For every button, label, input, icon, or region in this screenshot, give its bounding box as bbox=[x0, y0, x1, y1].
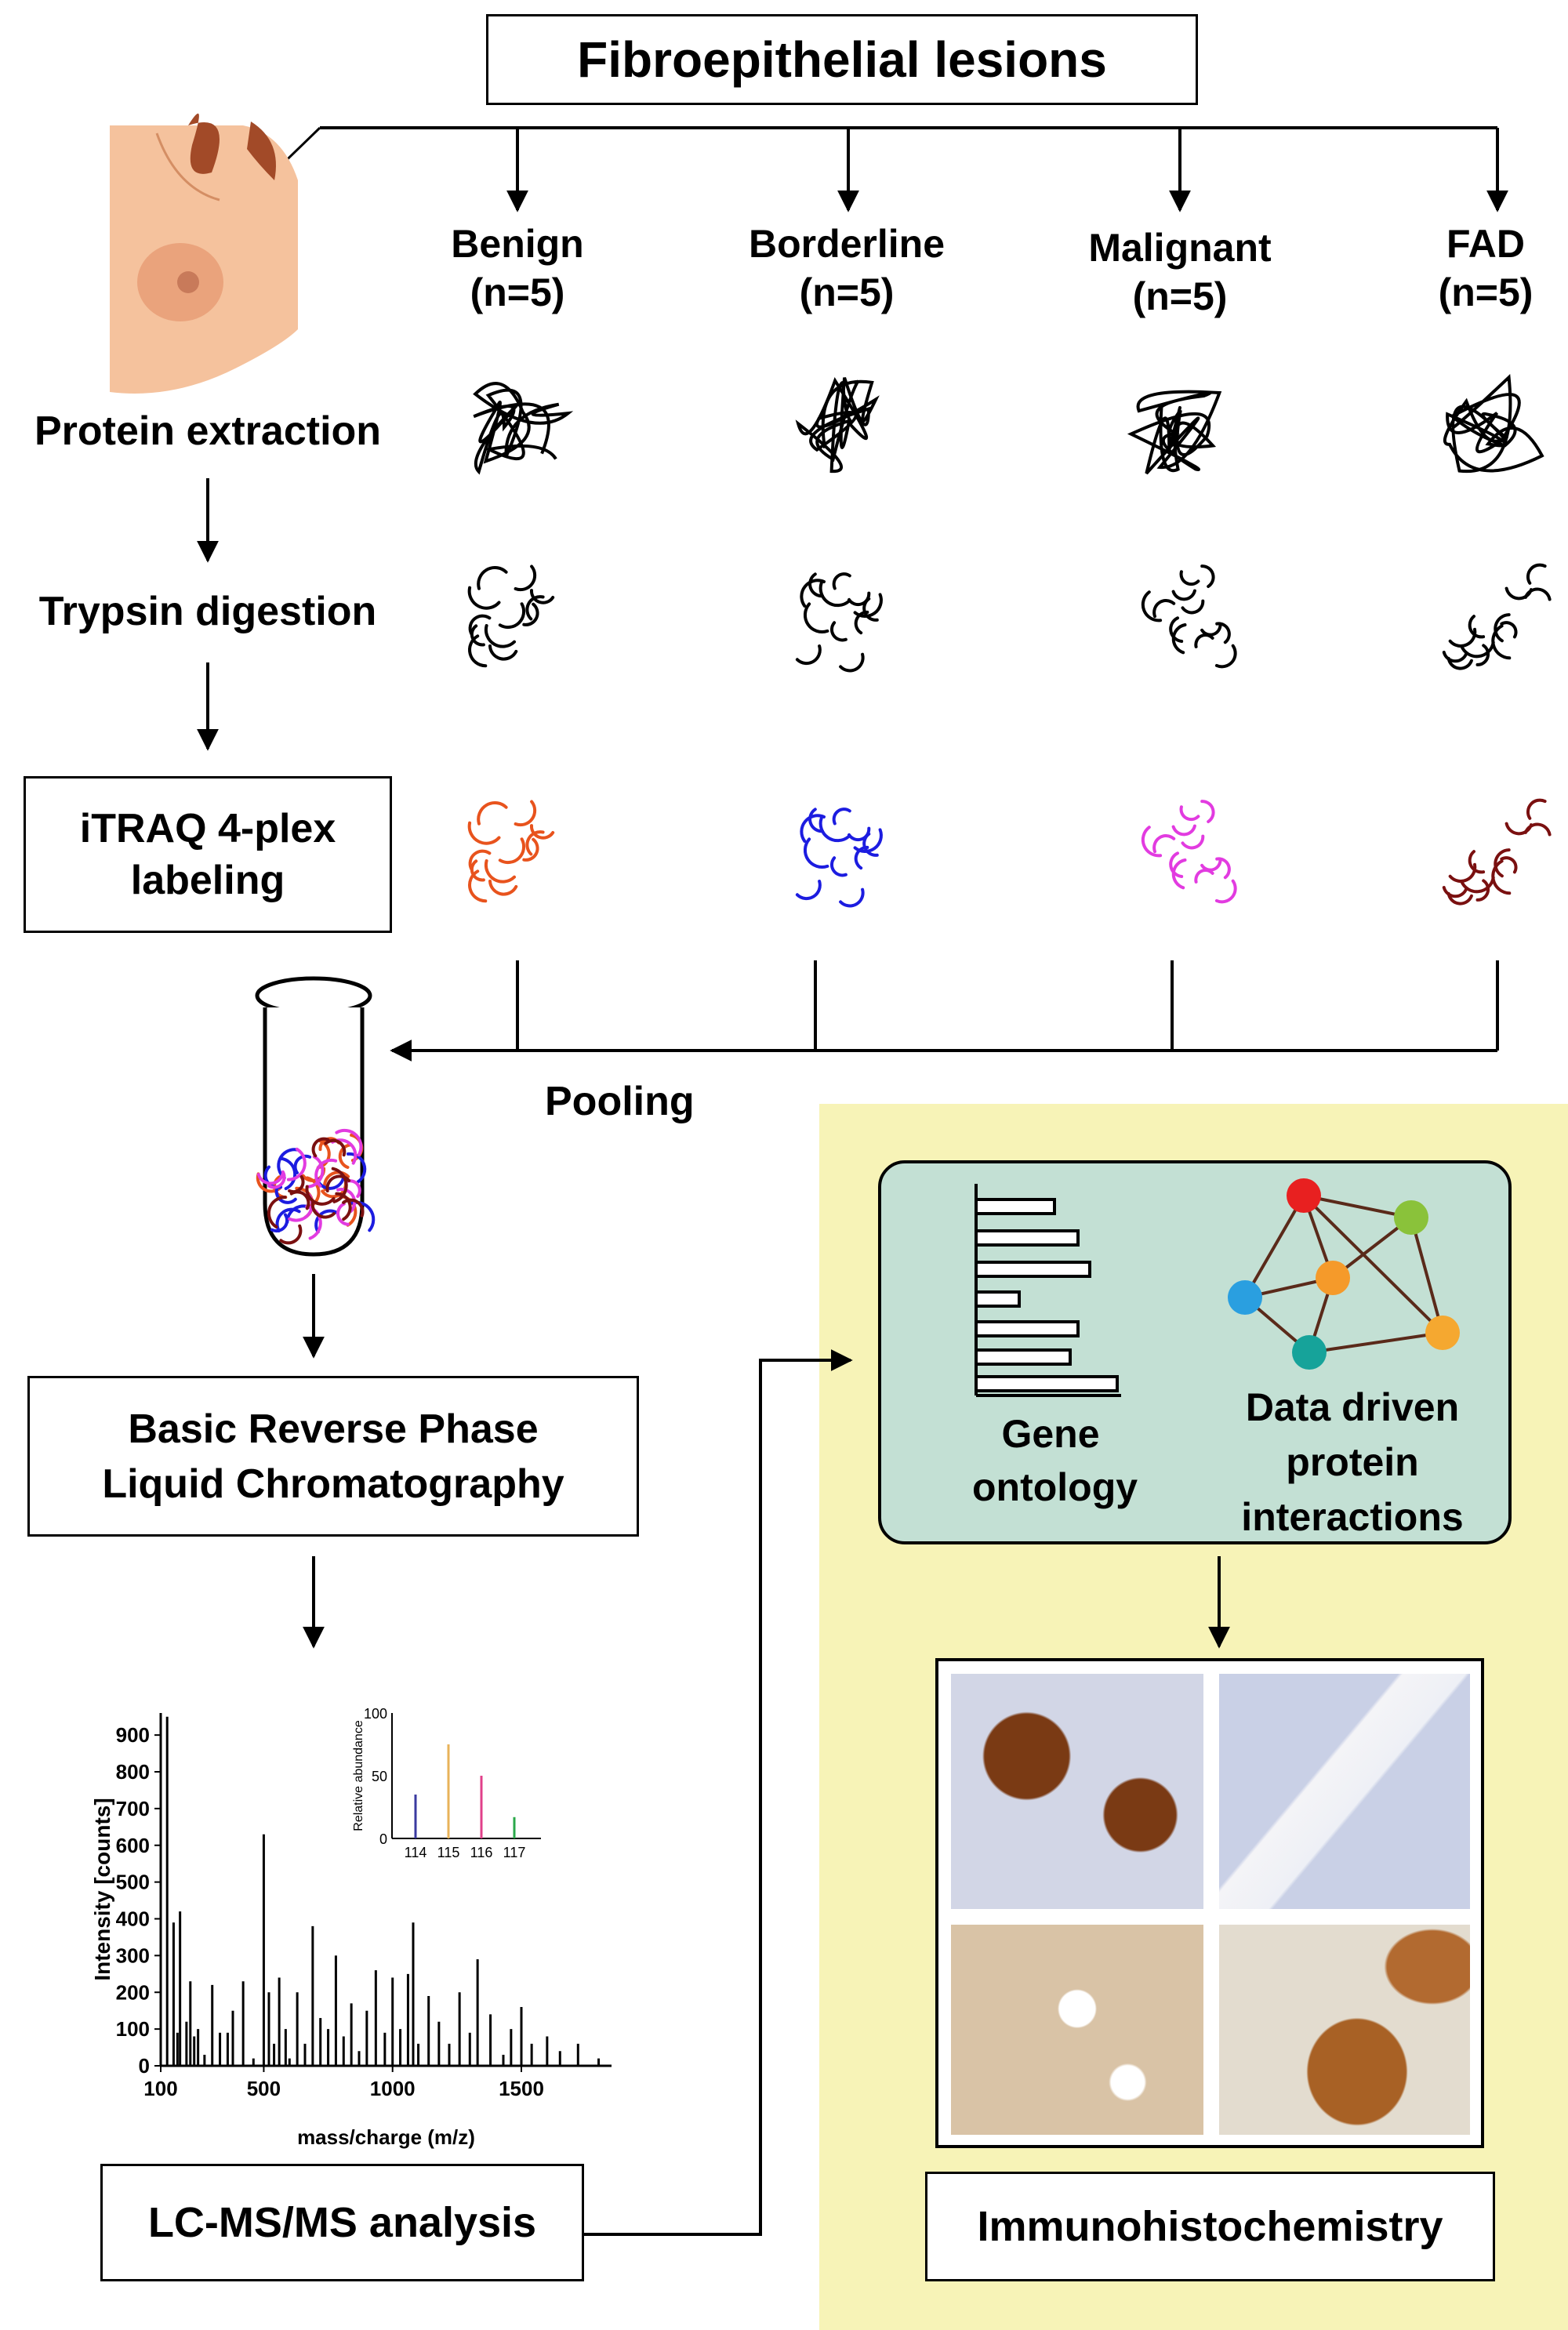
lcms-box: LC-MS/MS analysis bbox=[100, 2164, 584, 2281]
group-malignant-n: (n=5) bbox=[1132, 274, 1228, 318]
inset-x-tick-label: 114 bbox=[405, 1845, 427, 1860]
ms-y-tick-label: 200 bbox=[116, 1980, 150, 2004]
pooling-label: Pooling bbox=[545, 1079, 695, 1124]
ihc-image-strong bbox=[951, 1674, 1203, 1909]
group-fad-n: (n=5) bbox=[1438, 270, 1534, 314]
itraq-line1: iTRAQ 4-plex bbox=[79, 806, 336, 851]
ms-y-tick-label: 100 bbox=[116, 2017, 150, 2041]
labeled-peptides-3 bbox=[1442, 798, 1552, 906]
ms-y-tick-label: 800 bbox=[116, 1760, 150, 1784]
brplc-line2: Liquid Chromatography bbox=[102, 1461, 564, 1507]
gene-line2: ontology bbox=[972, 1465, 1138, 1509]
group-fad-name: FAD bbox=[1446, 222, 1525, 266]
digested-peptides-1 bbox=[795, 572, 883, 673]
ms-y-tick-label: 400 bbox=[116, 1907, 150, 1931]
itraq-line2: labeling bbox=[130, 858, 285, 903]
ppi-label: Data driven protein interactions bbox=[1200, 1380, 1505, 1544]
group-malignant-name: Malignant bbox=[1088, 226, 1272, 270]
inset-y-label: Relative abundance bbox=[352, 1720, 365, 1831]
group-malignant: Malignant (n=5) bbox=[1070, 223, 1290, 321]
ms-y-tick-label: 700 bbox=[116, 1797, 150, 1820]
network-node-green bbox=[1394, 1200, 1428, 1235]
inset-x-tick-label: 115 bbox=[437, 1845, 460, 1860]
ms-x-tick-label: 1000 bbox=[370, 2077, 416, 2100]
step-protein-extraction: Protein extraction bbox=[34, 408, 382, 454]
tube-peptides-3 bbox=[267, 1137, 365, 1245]
ihc-image-nuclear bbox=[1219, 1925, 1470, 2135]
tube-peptides-2 bbox=[256, 1128, 363, 1240]
lcms-label: LC-MS/MS analysis bbox=[147, 2199, 537, 2246]
ms-x-tick-label: 100 bbox=[143, 2077, 177, 2100]
protein-tangle-3 bbox=[1443, 374, 1544, 474]
group-fad: FAD (n=5) bbox=[1407, 220, 1564, 317]
inset-x-tick-label: 117 bbox=[503, 1845, 526, 1860]
ihc-image-moderate bbox=[951, 1925, 1203, 2135]
ms-y-tick-label: 0 bbox=[139, 2054, 150, 2078]
group-borderline: Borderline (n=5) bbox=[737, 220, 956, 317]
protein-tangle-1 bbox=[795, 376, 880, 474]
ms-y-tick-label: 300 bbox=[116, 1943, 150, 1967]
ms-y-label: Intensity [counts] bbox=[90, 1798, 114, 1980]
protein-tangle-0 bbox=[473, 382, 574, 475]
ihc-image-negative bbox=[1219, 1674, 1470, 1909]
ms-y-tick-label: 500 bbox=[116, 1871, 150, 1894]
network-node-orange bbox=[1316, 1261, 1350, 1295]
labeled-peptides-0 bbox=[467, 800, 555, 903]
group-benign: Benign (n=5) bbox=[408, 220, 627, 317]
step-trypsin-digestion: Trypsin digestion bbox=[38, 589, 377, 634]
inset-y-tick-label: 100 bbox=[364, 1706, 387, 1722]
ppi-line1: Data driven bbox=[1245, 1385, 1460, 1429]
network-node-teal bbox=[1292, 1335, 1327, 1370]
brplc-line1: Basic Reverse Phase bbox=[128, 1406, 539, 1452]
inset-y-tick-label: 0 bbox=[379, 1831, 387, 1847]
digested-peptides-0 bbox=[467, 564, 555, 668]
network-node-amber bbox=[1425, 1316, 1460, 1350]
gene-ontology-label: Gene ontology bbox=[972, 1407, 1138, 1514]
protein-tangle-2 bbox=[1127, 390, 1222, 475]
ihc-label: Immunohistochemistry bbox=[977, 2203, 1443, 2250]
gene-line1: Gene bbox=[1001, 1412, 1100, 1456]
network-node-red bbox=[1287, 1178, 1321, 1213]
labeled-peptides-1 bbox=[795, 808, 883, 908]
ms-x-tick-label: 500 bbox=[247, 2077, 281, 2100]
network-node-blue bbox=[1228, 1280, 1262, 1315]
inset-y-tick-label: 50 bbox=[372, 1769, 387, 1784]
group-borderline-name: Borderline bbox=[748, 222, 946, 266]
digested-peptides-2 bbox=[1141, 564, 1237, 669]
ppi-line3: interactions bbox=[1241, 1495, 1464, 1539]
itraq-box: iTRAQ 4-plex labeling bbox=[24, 776, 392, 933]
labeled-peptides-2 bbox=[1141, 800, 1237, 904]
brplc-box: Basic Reverse Phase Liquid Chromatograph… bbox=[27, 1376, 639, 1537]
group-borderline-n: (n=5) bbox=[799, 270, 895, 314]
ppi-line2: protein bbox=[1286, 1440, 1419, 1484]
group-benign-n: (n=5) bbox=[470, 270, 565, 314]
ms-y-tick-label: 600 bbox=[116, 1834, 150, 1857]
ms-x-tick-label: 1500 bbox=[499, 2077, 544, 2100]
title-box: Fibroepithelial lesions bbox=[486, 14, 1198, 105]
digested-peptides-3 bbox=[1442, 563, 1552, 670]
ms-x-label: mass/charge (m/z) bbox=[297, 2125, 475, 2149]
ms-y-tick-label: 900 bbox=[116, 1723, 150, 1747]
group-benign-name: Benign bbox=[451, 222, 584, 266]
inset-x-tick-label: 116 bbox=[470, 1845, 493, 1860]
ihc-box: Immunohistochemistry bbox=[925, 2172, 1495, 2281]
diagram-title: Fibroepithelial lesions bbox=[577, 31, 1107, 88]
